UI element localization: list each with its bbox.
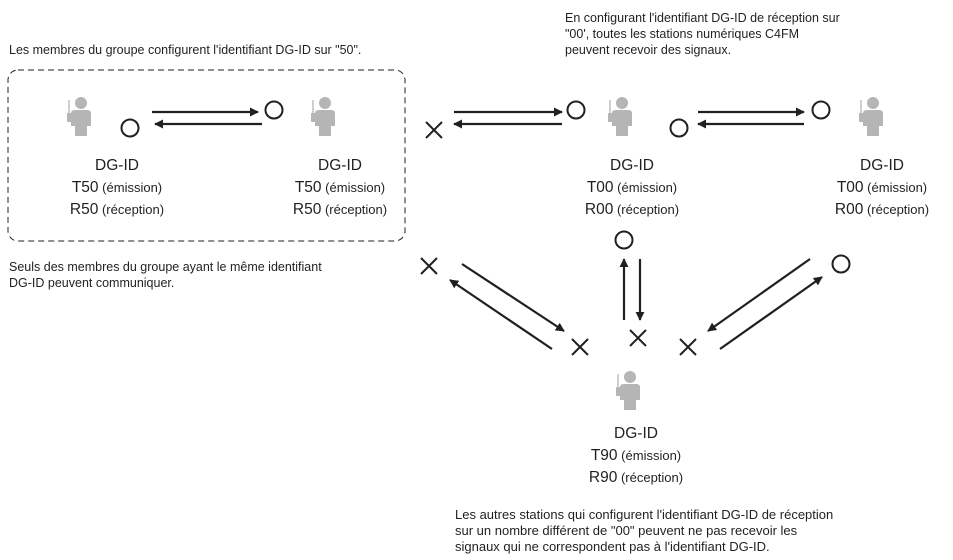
emission-line: T00 (émission) [585,177,679,199]
same-id-note: Seuls des membres du groupe ayant le mêm… [9,259,322,291]
station-label: DG-ID T00 (émission) R00 (réception) [835,155,929,221]
note-line: peuvent recevoir des signaux. [565,43,732,57]
rx-code: R50 [292,201,322,218]
arrow [707,258,811,332]
circle-ok-icon [831,254,851,274]
circle-ok-icon [614,230,634,250]
cross-blocked-icon [629,329,647,347]
circle-ok-icon [566,100,586,120]
note-line: "00', toutes les stations numériques C4F… [565,27,800,41]
rx-code: R00 [834,201,864,218]
person-with-radio-icon [858,96,884,137]
person-with-radio-icon [615,370,641,411]
tx-suffix: (émission) [617,448,682,463]
note-line: signaux qui ne correspondent pas à l'ide… [455,539,770,554]
circle-ok-icon [264,100,284,120]
person-with-radio-icon [310,96,336,137]
station-label: DG-ID T50 (émission) R50 (réception) [70,155,164,221]
tx-code: T90 [590,447,618,464]
reception-line: R90 (réception) [589,467,683,489]
note-line: En configurant l'identifiant DG-ID de ré… [565,11,840,25]
circle-ok-icon [120,118,140,138]
note-line: sur un nombre différent de "00" peuvent … [455,523,798,538]
cross-blocked-icon [679,338,697,356]
emission-line: T90 (émission) [589,445,683,467]
reception-line: R00 (réception) [585,199,679,221]
tx-suffix: (émission) [613,180,678,195]
tx-suffix: (émission) [863,180,928,195]
rx-suffix: (réception) [863,202,930,217]
cross-blocked-icon [425,121,443,139]
rx-code: R90 [588,469,618,486]
rx-suffix: (réception) [98,202,165,217]
arrow [719,276,823,350]
tx-suffix: (émission) [98,180,163,195]
emission-line: T00 (émission) [835,177,929,199]
note-line: Seuls des membres du groupe ayant le mêm… [9,260,322,274]
reception-line: R50 (réception) [293,199,387,221]
emission-line: T50 (émission) [293,177,387,199]
rx-suffix: (réception) [321,202,388,217]
receive-all-note: En configurant l'identifiant DG-ID de ré… [565,10,840,58]
rx-code: R50 [69,201,99,218]
tx-code: T50 [71,179,99,196]
reception-line: R00 (réception) [835,199,929,221]
rx-suffix: (réception) [613,202,680,217]
station-title: DG-ID [614,425,658,442]
note-line: Les autres stations qui configurent l'id… [455,507,834,522]
tx-suffix: (émission) [321,180,386,195]
cross-blocked-icon [571,338,589,356]
note-line: DG-ID peuvent communiquer. [9,276,175,290]
tx-code: T00 [836,179,864,196]
rx-suffix: (réception) [617,470,684,485]
person-with-radio-icon [66,96,92,137]
circle-ok-icon [811,100,831,120]
station-label: DG-ID T00 (émission) R00 (réception) [585,155,679,221]
arrow [449,279,553,350]
emission-line: T50 (émission) [70,177,164,199]
station-title: DG-ID [610,157,654,174]
station-title: DG-ID [95,157,139,174]
tx-code: T00 [586,179,614,196]
arrow [461,263,565,332]
station-title: DG-ID [860,157,904,174]
circle-ok-icon [669,118,689,138]
tx-code: T50 [294,179,322,196]
station-label: DG-ID T50 (émission) R50 (réception) [293,155,387,221]
rx-code: R00 [584,201,614,218]
cross-blocked-icon [420,257,438,275]
station-label: DG-ID T90 (émission) R90 (réception) [589,423,683,489]
person-with-radio-icon [607,96,633,137]
reception-line: R50 (réception) [70,199,164,221]
group-note: Les membres du groupe configurent l'iden… [9,43,362,57]
station-title: DG-ID [318,157,362,174]
others-note: Les autres stations qui configurent l'id… [455,507,833,555]
